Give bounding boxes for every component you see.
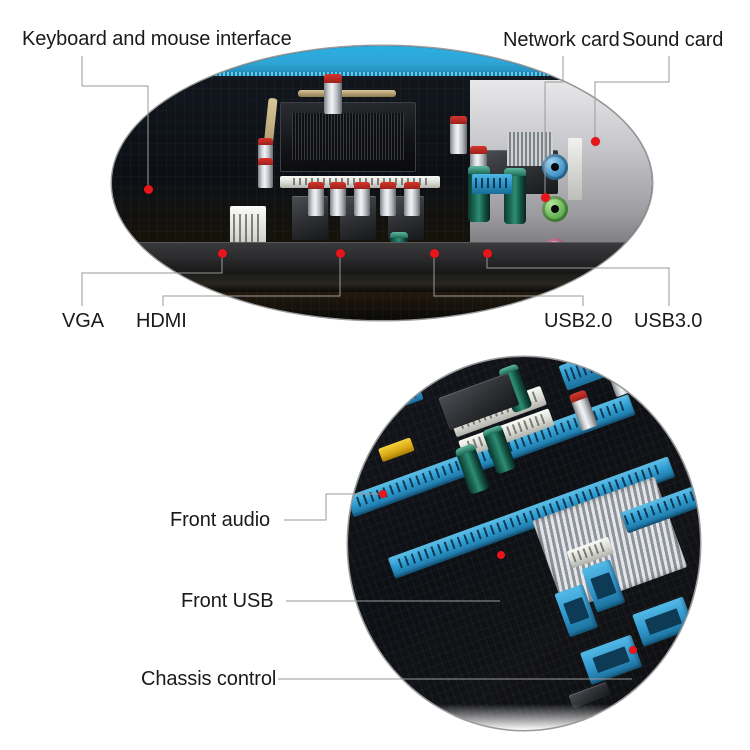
label-sound-card: Sound card bbox=[622, 29, 724, 51]
marker-vga bbox=[218, 249, 227, 258]
marker-front-audio bbox=[379, 490, 387, 498]
label-keyboard-mouse-interface: Keyboard and mouse interface bbox=[22, 28, 292, 50]
label-hdmi: HDMI bbox=[136, 310, 187, 332]
label-front-audio: Front audio bbox=[170, 509, 271, 531]
label-usb30: USB3.0 bbox=[634, 310, 703, 332]
marker-network-card bbox=[541, 193, 550, 202]
rear-io-pcb-artwork bbox=[112, 46, 652, 320]
marker-keyboard-mouse bbox=[144, 185, 153, 194]
front-headers-photo bbox=[348, 357, 700, 730]
rear-io-panel-photo bbox=[112, 46, 652, 320]
marker-front-usb bbox=[497, 551, 505, 559]
label-chassis-control: Chassis control bbox=[141, 668, 277, 690]
marker-usb20 bbox=[430, 249, 439, 258]
label-usb20: USB2.0 bbox=[544, 310, 613, 332]
marker-hdmi bbox=[336, 249, 345, 258]
marker-sound-card bbox=[591, 137, 600, 146]
label-network-card: Network card bbox=[503, 29, 620, 51]
marker-usb30 bbox=[483, 249, 492, 258]
label-front-usb: Front USB bbox=[181, 590, 274, 612]
front-headers-pcb-artwork bbox=[348, 357, 700, 730]
label-vga: VGA bbox=[62, 310, 104, 332]
marker-chassis-control bbox=[629, 646, 637, 654]
